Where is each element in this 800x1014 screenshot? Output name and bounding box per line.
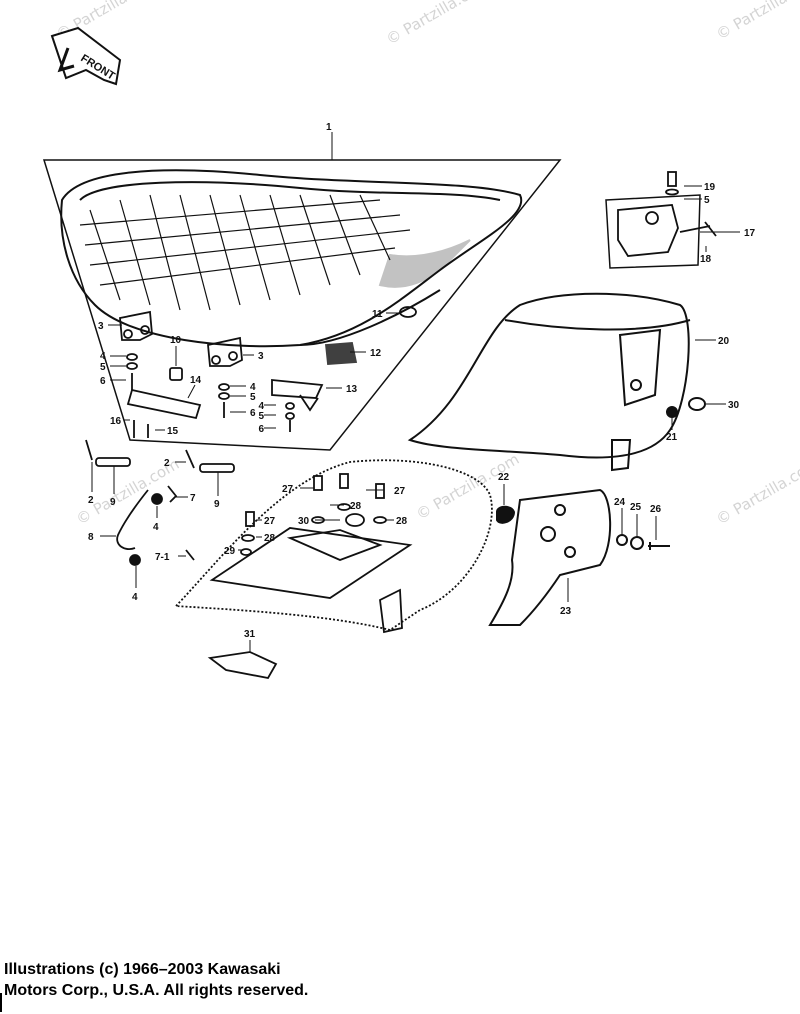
callout-20: 20 [718,336,730,347]
callout-30: 30 [298,516,310,527]
seat-strap [207,651,278,680]
callout-4: 4 [153,522,159,533]
callout-6: 6 [100,376,106,387]
seat-lock [605,171,717,269]
copyright-notice: Illustrations (c) 1966–2003 Kawasaki Mot… [4,959,484,1001]
callout-4: 4 [100,351,106,362]
callout-16: 16 [110,416,122,427]
callout-4: 4 [258,401,264,412]
callout-24: 24 [614,497,626,508]
front-arrow-icon: FRONT [50,26,122,86]
callout-4: 4 [250,382,256,393]
callout-15: 15 [167,426,179,437]
edge-mark [0,993,2,1012]
callout-13: 13 [346,384,358,395]
tail-cover [407,292,706,472]
callout-7-1: 7-1 [155,552,170,563]
seat-base [174,459,493,634]
callout-28: 28 [264,533,276,544]
callout-5: 5 [704,195,710,206]
callout-17: 17 [744,228,756,239]
seat-assembly [42,159,562,451]
callout-31: 31 [244,629,256,640]
callout-28: 28 [350,501,362,512]
hinge-parts [85,439,235,566]
callout-4: 4 [132,592,138,603]
callout-6: 6 [258,424,264,435]
callout-29: 29 [224,546,236,557]
callout-9: 9 [110,497,116,508]
callout-3: 3 [98,321,104,332]
callout-23: 23 [560,606,572,617]
callout-14: 14 [190,375,202,386]
callout-10: 10 [170,335,182,346]
callout-27: 27 [282,484,294,495]
callout-27: 27 [394,486,406,497]
watermark-text: © Partzilla.com [713,455,800,528]
callout-30: 30 [728,400,740,411]
callout-8: 8 [88,532,94,543]
callout-18: 18 [700,254,712,265]
callout-21: 21 [666,432,678,443]
callout-22: 22 [498,472,510,483]
callout-25: 25 [630,502,642,513]
watermark-text: © Partzilla.com [713,0,800,43]
callout-1: 1 [326,122,332,133]
copyright-line: Motors Corp., U.S.A. All rights reserved… [4,982,309,999]
watermark-text: © Partzilla.com [383,0,492,48]
copyright-line: Illustrations (c) 1966–2003 Kawasaki [4,961,281,978]
callout-5: 5 [258,411,264,422]
callout-12: 12 [370,348,382,359]
tail-guard [488,488,670,626]
callout-3: 3 [258,351,264,362]
seat-hardware [119,306,417,438]
callout-26: 26 [650,504,662,515]
leader-lines [91,132,740,652]
callout-5: 5 [250,392,256,403]
callout-28: 28 [396,516,408,527]
callout-labels: 1 3 3 4 5 6 10 14 11 12 13 4 5 6 4 5 6 1… [88,122,756,640]
callout-19: 19 [704,182,716,193]
callout-5: 5 [100,362,106,373]
callout-11: 11 [372,309,383,320]
callout-6: 6 [250,408,256,419]
callout-27: 27 [264,516,276,527]
callout-2: 2 [88,495,94,506]
callout-2: 2 [164,458,170,469]
callout-9: 9 [214,499,220,510]
callout-7: 7 [190,493,196,504]
